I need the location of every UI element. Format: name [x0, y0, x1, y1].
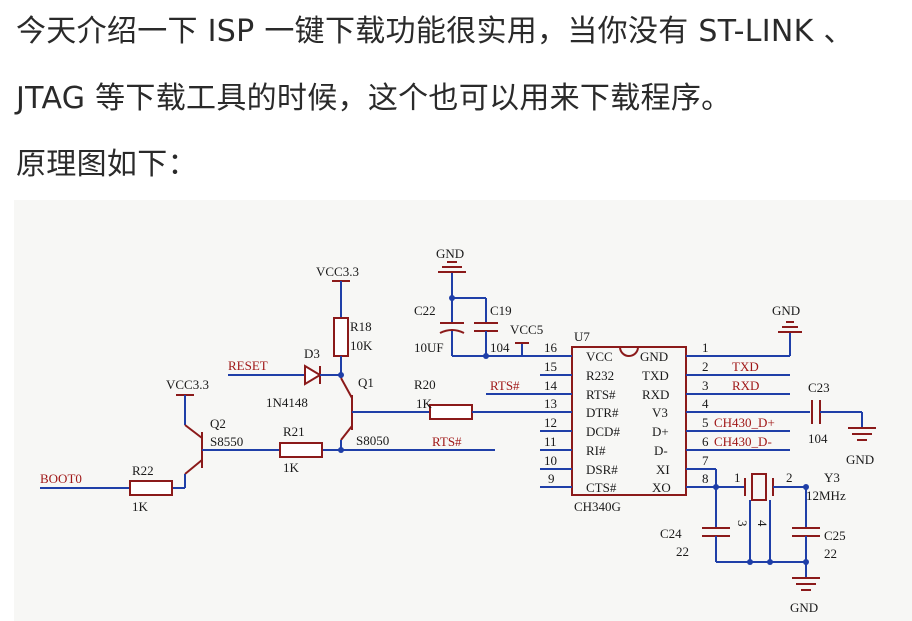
d3-value: 1N4148: [266, 395, 308, 410]
pin-name-dsr: DSR#: [586, 462, 618, 477]
pin-num-16: 16: [544, 340, 558, 355]
schematic-panel: U7 CH340G 16 VCC 15 R232 14: [14, 200, 912, 621]
c22-value: 10UF: [414, 340, 444, 355]
vcc33-top-label: VCC3.3: [316, 264, 359, 279]
vcc5-label: VCC5: [510, 322, 543, 337]
pin-num-11: 11: [544, 434, 557, 449]
q2-value: S8550: [210, 434, 243, 449]
pin-name-dtr: DTR#: [586, 405, 619, 420]
capacitor-c23: C23 104 GND: [808, 380, 876, 467]
pin-name-rxd: RXD: [642, 387, 669, 402]
ic-name: CH340G: [574, 499, 621, 514]
net-dminus: CH430_D-: [714, 434, 772, 449]
pin-num-3: 3: [702, 378, 709, 393]
pin-num-4: 4: [702, 396, 709, 411]
y3-pin2: 2: [786, 470, 793, 485]
resistor-r20: R20 1K: [414, 377, 540, 420]
gnd-label-top: GND: [436, 246, 464, 261]
net-rts-top: RTS#: [490, 378, 520, 393]
pin-num-1: 1: [702, 340, 709, 355]
y3-pin1: 1: [734, 470, 741, 485]
pin-num-15: 15: [544, 359, 557, 374]
ic-ref: U7: [574, 329, 590, 344]
intro-line-2: JTAG 等下载工具的时候，这个也可以用来下载程序。: [16, 81, 732, 116]
pin-num-7: 7: [702, 453, 709, 468]
pin-name-dplus: D+: [652, 424, 669, 439]
net-txd: TXD: [732, 359, 759, 374]
net-rxd: RXD: [732, 378, 759, 393]
r22-ref: R22: [132, 463, 154, 478]
isp-download-schematic: U7 CH340G 16 VCC 15 R232 14: [40, 246, 876, 615]
pin-name-v3: V3: [652, 405, 668, 420]
r21-value: 1K: [283, 460, 300, 475]
c23-ref: C23: [808, 380, 830, 395]
c22-ref: C22: [414, 303, 436, 318]
r20-ref: R20: [414, 377, 436, 392]
c19-ref: C19: [490, 303, 512, 318]
pin-num-5: 5: [702, 415, 709, 430]
r21-ref: R21: [283, 424, 305, 439]
pin-name-xo: XO: [652, 480, 671, 495]
resistor-r22: BOOT0 R22 1K: [40, 463, 173, 514]
pin-name-dminus: D-: [654, 443, 668, 458]
gnd-symbol-right: GND: [772, 303, 802, 356]
q2-ref: Q2: [210, 416, 226, 431]
pin-num-14: 14: [544, 378, 558, 393]
pin-name-ri: RI#: [586, 443, 606, 458]
pin-name-xi: XI: [656, 462, 670, 477]
pin-num-13: 13: [544, 396, 557, 411]
net-dplus: CH430_D+: [714, 415, 775, 430]
ch340g-ic: U7 CH340G 16 VCC 15 R232 14: [540, 329, 810, 514]
vcc33-left-label: VCC3.3: [166, 377, 209, 392]
pin-num-12: 12: [544, 415, 557, 430]
pin-name-vcc: VCC: [586, 349, 613, 364]
net-rts-bottom: RTS#: [432, 434, 462, 449]
resistor-r21: R21 1K: [206, 424, 323, 475]
c24-value: 22: [676, 544, 689, 559]
y3-value: 12MHz: [806, 488, 846, 503]
intro-line-3: 原理图如下：: [16, 147, 198, 182]
r22-value: 1K: [132, 499, 149, 514]
ic-notch: [619, 346, 639, 357]
pin-num-9: 9: [548, 471, 555, 486]
pin-name-txd: TXD: [642, 368, 669, 383]
q1-ref: Q1: [358, 375, 374, 390]
r18-ref: R18: [350, 319, 372, 334]
diode-d3: RESET D3 1N4148: [228, 346, 344, 410]
ic-body: [571, 346, 687, 496]
c25-ref: C25: [824, 528, 846, 543]
pin-num-8: 8: [702, 471, 709, 486]
y3-ref: Y3: [824, 470, 840, 485]
resistor-r18: VCC3.3 R18 10K: [316, 264, 373, 378]
pin-name-gnd: GND: [640, 349, 668, 364]
y3-pin4: 4: [755, 520, 770, 527]
transistor-q1: Q1 S8050 RTS#: [322, 375, 495, 453]
intro-line-1: 今天介绍一下 ISP 一键下载功能很实用，当你没有 ST-LINK 、: [16, 14, 854, 49]
pin-name-cts: CTS#: [586, 480, 617, 495]
r20-value: 1K: [416, 396, 433, 411]
y3-pin3: 3: [735, 520, 750, 527]
r18-value: 10K: [350, 338, 373, 353]
gnd-label-right: GND: [772, 303, 800, 318]
gnd-label-cap: GND: [846, 452, 874, 467]
decoupling-caps: GND VCC5 C22 10UF C19 104: [414, 246, 543, 359]
gnd-label-bottom: GND: [790, 600, 818, 615]
transistor-q2: VCC3.3 Q2 S8550: [166, 377, 243, 489]
q1-value: S8050: [356, 433, 389, 448]
net-reset: RESET: [228, 358, 268, 373]
d3-ref: D3: [304, 346, 320, 361]
pin-name-rts: RTS#: [586, 387, 616, 402]
c25-value: 22: [824, 546, 837, 561]
pin-num-6: 6: [702, 434, 709, 449]
c23-value: 104: [808, 431, 828, 446]
pin-num-10: 10: [544, 453, 557, 468]
pin-name-r232: R232: [586, 368, 614, 383]
c19-value: 104: [490, 340, 510, 355]
crystal-y3-circuit: 1 2 3 4 Y3 12MHz C24 22 C25 22 GND: [660, 469, 846, 615]
c24-ref: C24: [660, 526, 682, 541]
net-boot0: BOOT0: [40, 471, 82, 486]
pin-num-2: 2: [702, 359, 709, 374]
pin-name-dcd: DCD#: [586, 424, 620, 439]
